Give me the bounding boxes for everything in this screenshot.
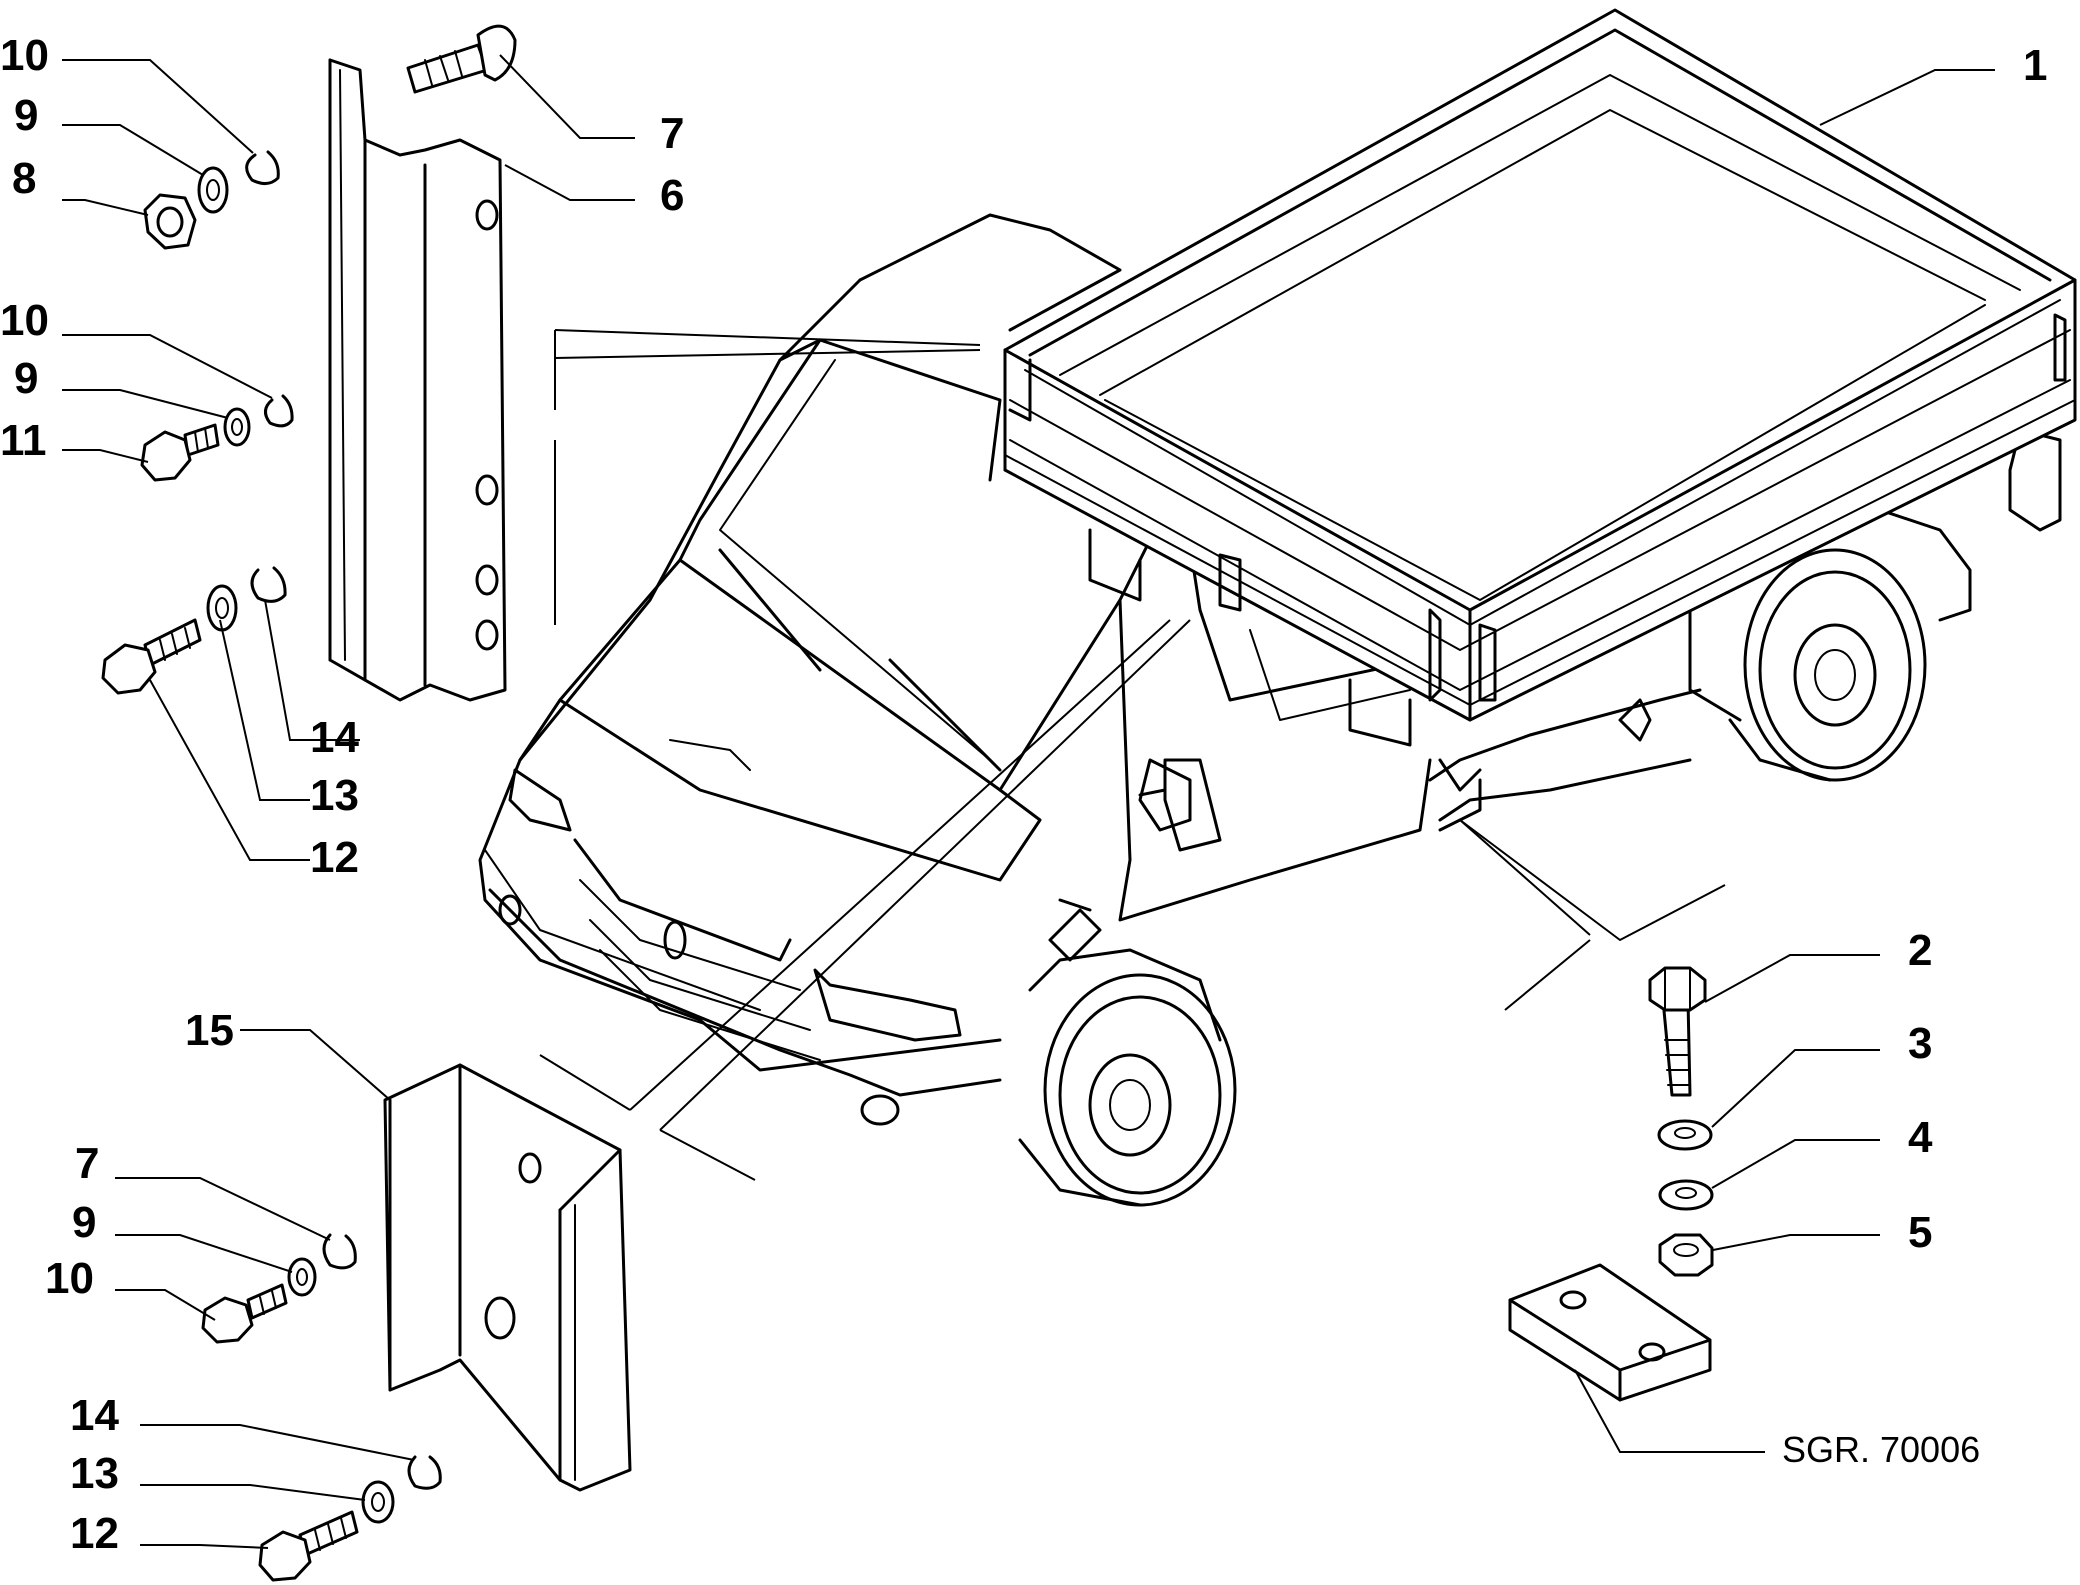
hex-nut-8 [143,193,197,250]
callout-6: 6 [660,171,684,220]
callout-13-top: 13 [310,771,359,820]
split-washer-10a [245,150,280,185]
flat-washer-13b [361,1480,395,1524]
callout-13-bottom: 13 [70,1449,119,1498]
flat-washer-9a [197,166,229,214]
flange-bolt-11 [140,423,220,482]
callout-8: 8 [12,154,36,203]
side-upright-bracket [328,58,507,702]
front-corner-bracket [383,1063,632,1492]
callout-10-mid: 10 [0,296,49,345]
callout-7-bottom: 7 [75,1139,99,1188]
callout-3: 3 [1908,1019,1932,1068]
callout-1: 1 [2023,41,2047,90]
callout-7-top: 7 [660,109,684,158]
flat-washer-9c [287,1257,317,1297]
spring-washer-4 [1658,1179,1714,1211]
callout-labels: 1 2 3 4 5 6 7 8 9 10 10 9 11 14 13 12 15… [0,31,2047,1558]
callout-15: 15 [185,1006,234,1055]
mounting-plate [1508,1263,1712,1402]
callout-10-top: 10 [0,31,49,80]
truck-drawing [478,213,2062,1207]
callout-5: 5 [1908,1208,1932,1257]
flat-washer-3 [1657,1119,1713,1151]
callout-2: 2 [1908,926,1932,975]
flange-bolt-10c [201,1283,288,1344]
split-washer-14a [250,566,287,603]
callout-12-bottom: 12 [70,1509,119,1558]
carriage-bolt-top [406,24,517,94]
split-washer-10b [264,394,294,428]
tipper-body [1003,8,2077,722]
callout-12-top: 12 [310,833,359,882]
flange-bolt-12a [101,618,202,695]
callout-9-bottom: 9 [72,1198,96,1247]
callout-9-mid: 9 [14,354,38,403]
callout-4: 4 [1908,1113,1933,1162]
callout-10-bottom: 10 [45,1254,94,1303]
flat-washer-9b [223,407,251,447]
callout-9-top: 9 [14,91,38,140]
callout-14-bottom: 14 [70,1391,119,1440]
leader-lines [62,54,1995,1549]
drawing-reference: SGR. 70006 [1782,1429,1980,1470]
flange-bolt-12b [258,1510,359,1582]
split-washer-14b [407,1455,442,1490]
callout-11: 11 [0,416,47,465]
split-washer-7b [322,1233,357,1270]
hex-nut-5 [1658,1233,1714,1277]
callout-14-top: 14 [310,713,359,762]
flat-washer-13a [206,584,238,632]
hex-bolt-2 [1648,966,1707,1097]
